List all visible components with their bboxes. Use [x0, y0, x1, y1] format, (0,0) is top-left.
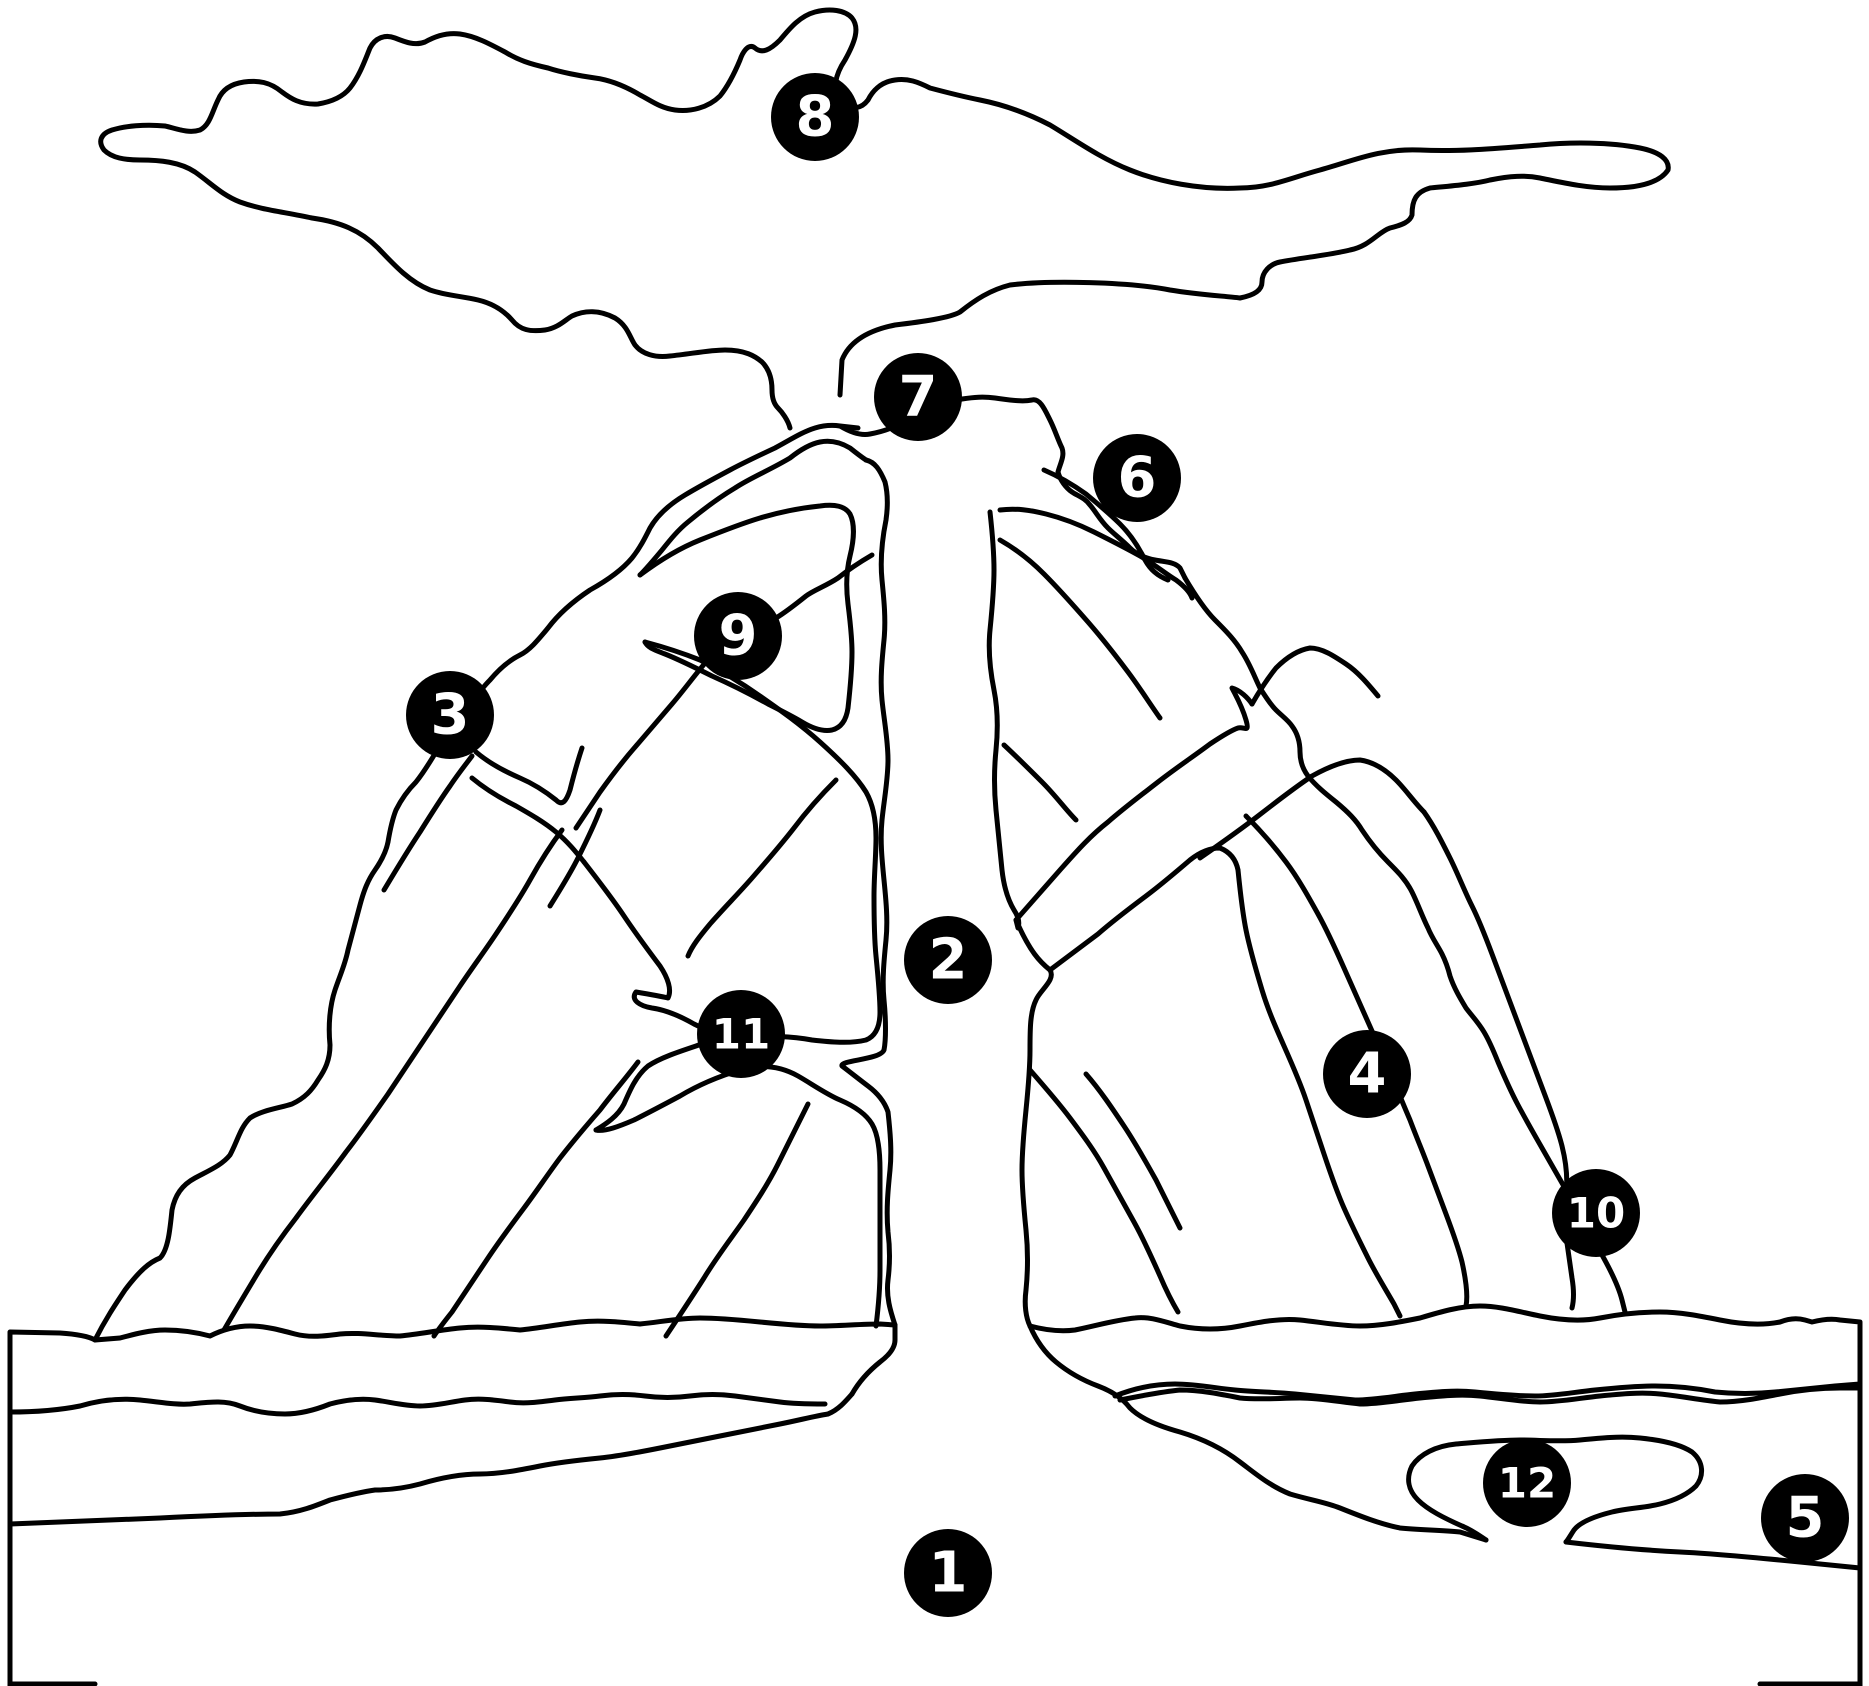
conduit-lower-bowl-right: [1030, 1326, 1486, 1540]
marker-12: 12: [1483, 1439, 1571, 1527]
marker-8: 8: [771, 73, 859, 161]
marker-7: 7: [874, 353, 962, 441]
left-diagonal-4: [224, 830, 562, 1330]
main-conduit-left-wall: [842, 460, 895, 1325]
right-sill-arm: [1200, 760, 1424, 858]
volcano-outer-left-flank: [95, 425, 858, 1340]
marker-9-label: 9: [719, 604, 758, 669]
left-diagonal-1: [776, 555, 872, 618]
left-flank-inner: [384, 756, 472, 890]
ground-surface-right: [1030, 1306, 1860, 1686]
left-sill-lower: [584, 862, 724, 1034]
left-diagonal-2: [688, 780, 836, 956]
right-branch-main: [1016, 688, 1252, 920]
marker-1: 1: [904, 1529, 992, 1617]
marker-6-label: 6: [1118, 446, 1157, 511]
strata-left-lower: [10, 1394, 852, 1524]
marker-6: 6: [1093, 434, 1181, 522]
marker-11-label: 11: [712, 1010, 770, 1059]
marker-2: 2: [904, 916, 992, 1004]
marker-5-label: 5: [1786, 1486, 1825, 1551]
marker-3: 3: [406, 671, 494, 759]
marker-7-label: 7: [899, 365, 938, 430]
left-diagonal-6: [434, 1062, 638, 1336]
marker-12-label: 12: [1498, 1459, 1556, 1508]
right-lower-diagonal-2: [1086, 1074, 1180, 1228]
marker-10-label: 10: [1567, 1189, 1625, 1238]
right-sill-arm-upper: [1252, 648, 1378, 704]
marker-4-label: 4: [1348, 1042, 1387, 1107]
marker-11: 11: [697, 990, 785, 1078]
right-diagonal-1: [1000, 540, 1160, 718]
conduit-lower-bowl: [852, 1325, 895, 1394]
marker-1-label: 1: [929, 1541, 968, 1606]
right-lower-diagonal: [1030, 1070, 1178, 1312]
right-dike-upper: [1000, 509, 1192, 598]
left-dike-lower-branch: [596, 1067, 880, 1326]
left-diagonal-3: [576, 662, 706, 828]
strata-left-upper: [10, 1395, 825, 1415]
marker-5: 5: [1761, 1474, 1849, 1562]
marker-10: 10: [1552, 1169, 1640, 1257]
marker-9: 9: [694, 592, 782, 680]
ground-surface: [10, 1318, 895, 1686]
marker-8-label: 8: [796, 85, 835, 150]
marker-4: 4: [1323, 1030, 1411, 1118]
right-branch-lower: [1050, 848, 1238, 970]
marker-2-label: 2: [929, 928, 968, 993]
left-diagonal-5: [550, 810, 600, 906]
ash-cloud-outline: [101, 10, 1669, 428]
left-diagonal-7: [666, 1104, 808, 1336]
main-conduit-right-wall: [989, 512, 1051, 1326]
right-diagonal-2: [1004, 745, 1076, 820]
marker-3-label: 3: [431, 683, 470, 748]
